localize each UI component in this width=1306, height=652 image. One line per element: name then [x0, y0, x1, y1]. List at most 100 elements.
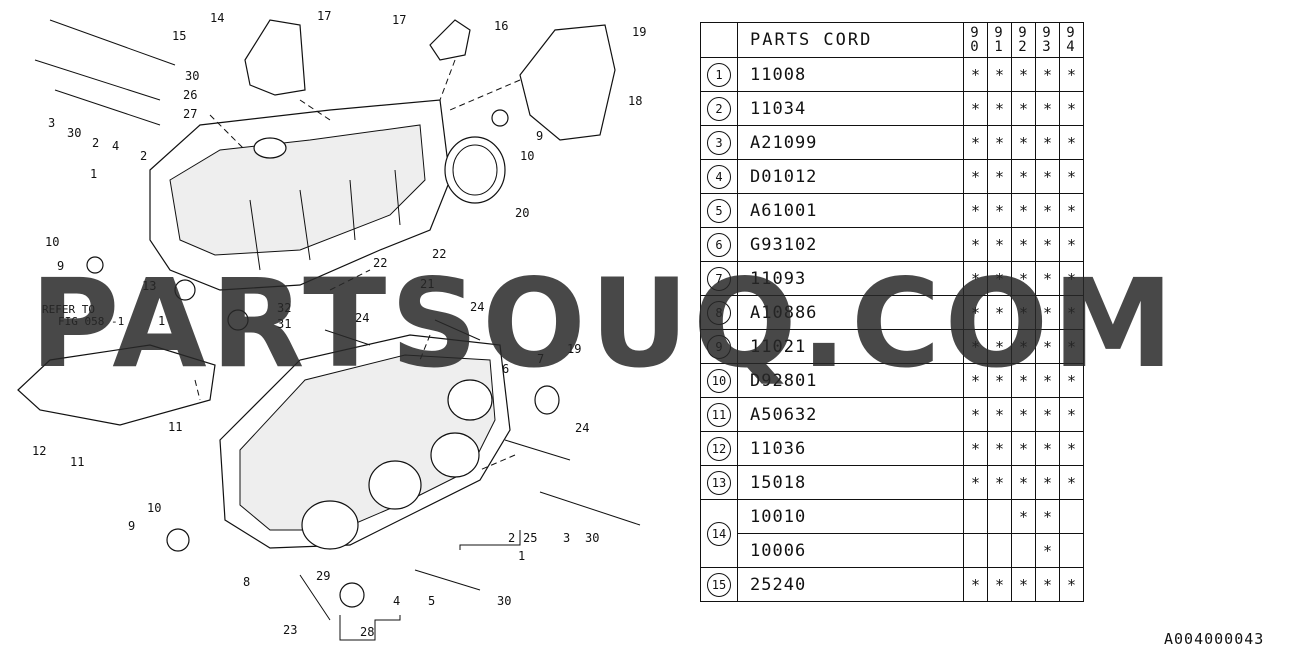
year-mark: *	[1035, 431, 1060, 466]
callout: 2	[92, 136, 99, 150]
year-mark: *	[1011, 329, 1036, 364]
year-mark: *	[987, 91, 1012, 126]
year-mark: *	[963, 567, 988, 602]
callout: 16	[494, 19, 508, 33]
callout: 15	[172, 29, 186, 43]
callout: 9	[128, 519, 135, 533]
ref-number: 15	[700, 567, 738, 602]
year-mark: *	[1011, 567, 1036, 602]
year-mark: *	[963, 57, 988, 92]
callout: 10	[147, 501, 161, 515]
year-mark: *	[1059, 159, 1084, 194]
parts-cord-header: PARTS CORD	[737, 22, 964, 58]
year-mark: *	[963, 363, 988, 398]
year-mark: *	[1035, 125, 1060, 160]
ref-number: 4	[700, 159, 738, 194]
part-code: 11034	[737, 91, 964, 126]
callout: 19	[567, 342, 581, 356]
year-mark: *	[987, 397, 1012, 432]
year-mark	[963, 499, 988, 534]
year-mark: *	[1011, 125, 1036, 160]
diagram-code: A004000043	[1164, 630, 1265, 648]
callout: 26	[183, 88, 197, 102]
part-code: A10886	[737, 295, 964, 330]
callout: 7	[537, 352, 544, 366]
callout: 21	[420, 277, 434, 291]
callout: 1	[518, 549, 525, 563]
ref-number: 7	[700, 261, 738, 296]
callout: 3	[563, 531, 570, 545]
callout: 10	[520, 149, 534, 163]
callout: 5	[428, 594, 435, 608]
year-mark: *	[1011, 431, 1036, 466]
year-mark: *	[987, 159, 1012, 194]
year-mark: *	[963, 125, 988, 160]
callout: 11	[168, 420, 182, 434]
year-mark: *	[987, 431, 1012, 466]
year-mark: *	[963, 193, 988, 228]
part-code: 25240	[737, 567, 964, 602]
callout: 20	[515, 206, 529, 220]
callout: 30	[67, 126, 81, 140]
ref-number: 5	[700, 193, 738, 228]
year-mark: *	[987, 125, 1012, 160]
year-mark: *	[1059, 91, 1084, 126]
year-mark: *	[1035, 91, 1060, 126]
callout: 23	[283, 623, 297, 637]
year-mark: *	[1059, 329, 1084, 364]
callout: 2	[140, 149, 147, 163]
callout: 29	[316, 569, 330, 583]
year-mark: *	[963, 91, 988, 126]
callout: 4	[393, 594, 400, 608]
ref-number: 12	[700, 431, 738, 466]
year-mark: *	[987, 261, 1012, 296]
callout: 3	[48, 116, 55, 130]
year-mark: *	[1059, 397, 1084, 432]
callout: 30	[185, 69, 199, 83]
callout: 11	[70, 455, 84, 469]
callout: 8	[243, 575, 250, 589]
ref-number: 11	[700, 397, 738, 432]
ref-number: 10	[700, 363, 738, 398]
oil-seal	[444, 136, 506, 204]
callout: 30	[497, 594, 511, 608]
callout: 17	[392, 13, 406, 27]
callout: 28	[360, 625, 374, 639]
ref-number: 2	[700, 91, 738, 126]
callout: 1	[90, 167, 97, 181]
year-mark: *	[1011, 91, 1036, 126]
callout: 9	[536, 129, 543, 143]
callout: 30	[585, 531, 599, 545]
callout: 1	[158, 314, 165, 328]
year-mark: *	[1011, 397, 1036, 432]
year-mark: *	[987, 193, 1012, 228]
year-mark: *	[1059, 295, 1084, 330]
year-mark: *	[1011, 227, 1036, 262]
year-mark: *	[987, 567, 1012, 602]
year-mark: *	[1035, 261, 1060, 296]
year-mark	[987, 533, 1012, 568]
year-mark: *	[1059, 465, 1084, 500]
part-code: 11008	[737, 57, 964, 92]
year-mark: *	[1059, 431, 1084, 466]
exploded-engine-diagram: 14 17 17 16 15 19 18 30 26 27 3 30 2 4 2…	[17, 9, 646, 641]
callout: 32	[277, 301, 291, 315]
year-mark: *	[987, 57, 1012, 92]
table-row: 10006*	[701, 533, 1084, 568]
callout: 18	[628, 94, 642, 108]
year-mark: *	[1059, 567, 1084, 602]
